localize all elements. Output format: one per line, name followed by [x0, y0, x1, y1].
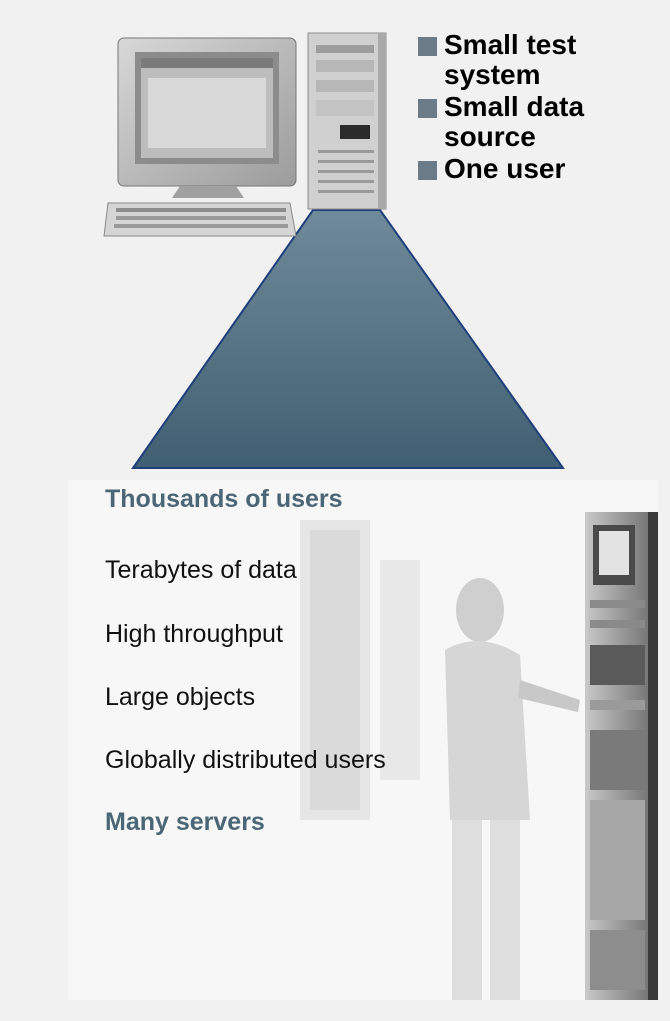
- bullet-text: One user: [444, 153, 566, 184]
- bullet-item: Small test system: [418, 30, 658, 90]
- list-item-many-servers: Many servers: [105, 808, 265, 836]
- square-bullet-icon: [418, 99, 437, 118]
- list-item-distributed-users: Globally distributed users: [105, 746, 386, 774]
- square-bullet-icon: [418, 37, 437, 56]
- bullet-item: Small data source: [418, 92, 658, 152]
- square-bullet-icon: [418, 161, 437, 180]
- bullet-text: Small data source: [444, 91, 585, 152]
- bullet-item: One user: [418, 154, 658, 184]
- list-item-terabytes: Terabytes of data: [105, 556, 297, 584]
- list-item-thousands-of-users: Thousands of users: [105, 485, 343, 513]
- list-item-large-objects: Large objects: [105, 683, 256, 711]
- bullet-text: Small test system: [444, 29, 577, 90]
- scale-funnel: [131, 209, 565, 469]
- list-item-high-throughput: High throughput: [105, 620, 283, 648]
- small-system-bullets: Small test system Small data source One …: [418, 30, 658, 186]
- desktop-computer-icon: [103, 32, 387, 237]
- server-room-photo: [68, 480, 658, 1000]
